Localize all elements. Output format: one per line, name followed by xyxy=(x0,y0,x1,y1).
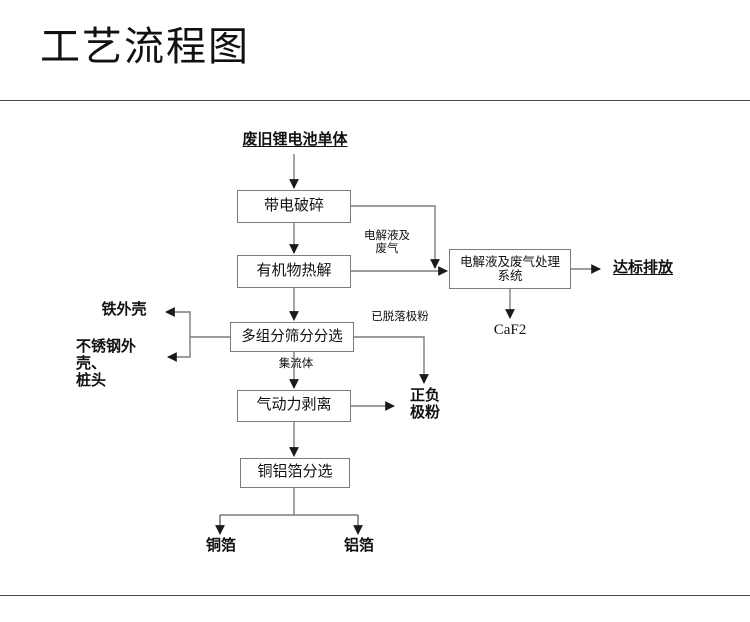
terminal-copper-foil: 铜箔 xyxy=(205,538,236,554)
footer-divider xyxy=(0,595,750,596)
terminal-aluminum-foil: 铝箔 xyxy=(343,538,374,554)
node-pneumatic-stripping[interactable]: 气动力剥离 xyxy=(237,390,351,422)
terminal-input-battery-cells: 废旧锂电池单体 xyxy=(242,132,348,148)
process-flow-diagram: 带电破碎 有机物热解 多组分筛分分选 气动力剥离 铜铝箔分选 电解液及废气处理 … xyxy=(0,100,750,595)
edge-label-electrolyte-and-gas: 电解液及 废气 xyxy=(364,230,410,255)
node-multicomponent-sorting[interactable]: 多组分筛分分选 xyxy=(230,322,354,352)
terminal-compliant-emission: 达标排放 xyxy=(612,260,673,276)
header-divider xyxy=(0,100,750,101)
terminal-caf2: CaF2 xyxy=(493,322,527,338)
node-crush[interactable]: 带电破碎 xyxy=(237,190,351,223)
edge-foilsorting-split xyxy=(219,488,359,532)
edge-sorting-to-steelshell xyxy=(167,337,191,362)
edge-label-detached-powder: 已脱落极粉 xyxy=(371,311,429,323)
terminal-electrode-powder: 正负 极粉 xyxy=(409,388,440,421)
node-electrolyte-gas-treatment[interactable]: 电解液及废气处理 系统 xyxy=(449,249,571,289)
terminal-stainless-steel-shell: 不锈钢外壳、 桩头 xyxy=(76,339,137,389)
edge-sorting-to-electrodepowder xyxy=(354,336,429,384)
terminal-iron-shell: 铁外壳 xyxy=(101,302,147,318)
node-pyrolysis[interactable]: 有机物热解 xyxy=(237,255,351,288)
edge-sorting-to-shells xyxy=(165,307,230,338)
edge-label-current-collector: 集流体 xyxy=(278,358,314,370)
flow-connectors xyxy=(165,154,601,535)
edge-crush-to-gasline xyxy=(351,205,440,269)
node-foil-sorting[interactable]: 铜铝箔分选 xyxy=(240,458,350,488)
page-title: 工艺流程图 xyxy=(40,25,250,69)
